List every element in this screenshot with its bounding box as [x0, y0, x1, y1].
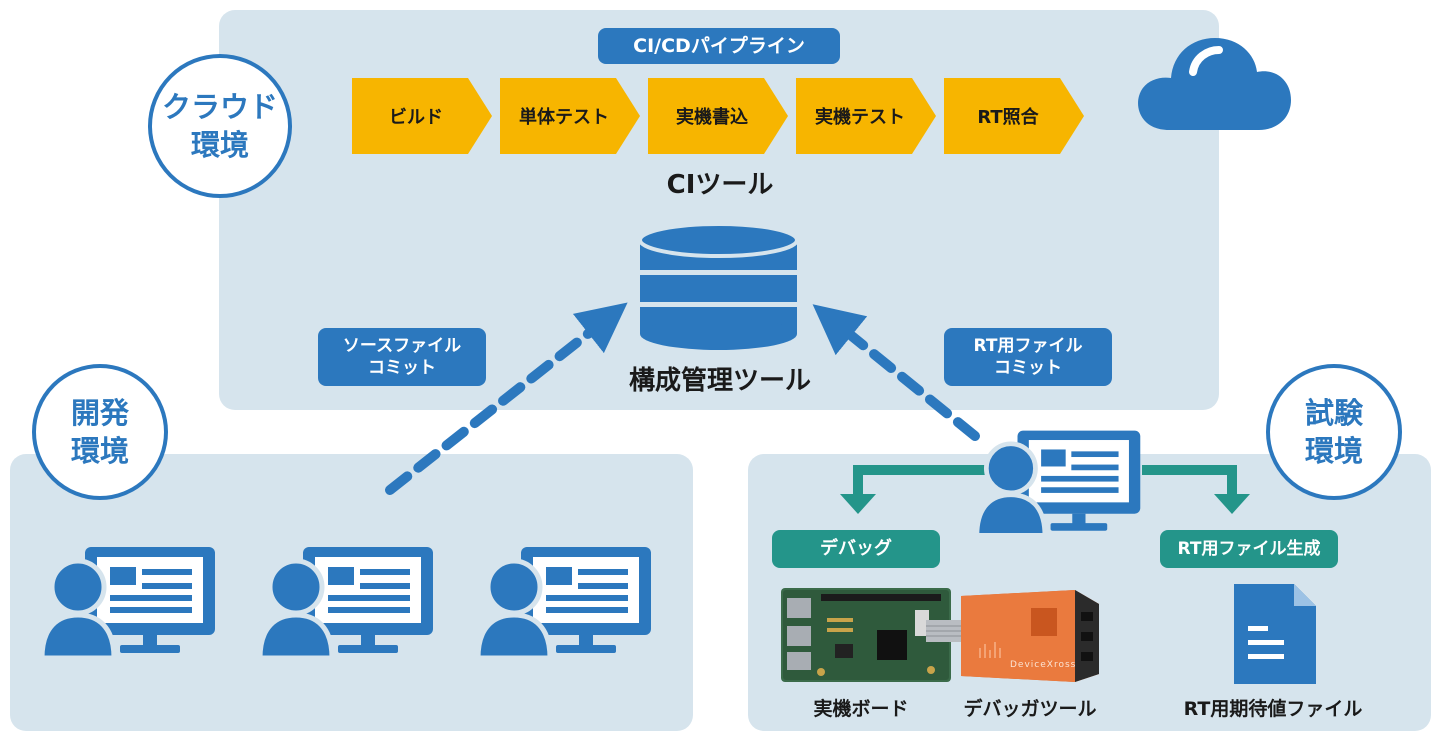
- pipeline-stage-label: RT照合: [977, 107, 1039, 128]
- board-label: 実機ボード: [813, 698, 909, 720]
- debug-label-text: デバッグ: [820, 538, 892, 559]
- rt-commit-line1: RT用ファイル: [973, 336, 1083, 356]
- pipeline-stage-label: ビルド: [389, 107, 443, 128]
- dev-environment-line1: 開発: [70, 396, 129, 430]
- debug-label: デバッグ: [772, 530, 940, 568]
- test-environment-line1: 試験: [1304, 396, 1363, 430]
- database-icon: [638, 222, 799, 350]
- repository-label: 構成管理ツール: [628, 366, 811, 396]
- dev-environment-line2: 環境: [70, 434, 129, 468]
- rt-commit-label: RT用ファイル コミット: [944, 328, 1112, 386]
- ci-tool-label: CIツール: [666, 170, 774, 200]
- tester-workstation-icon: [975, 430, 1141, 538]
- pipeline-stage-label: 単体テスト: [519, 107, 609, 128]
- developer-workstation-icon: [476, 547, 651, 660]
- circuit-board-image: [781, 588, 951, 682]
- rt-generate-label-text: RT用ファイル生成: [1177, 539, 1321, 559]
- pipeline-stage-rt-compare: RT照合: [944, 78, 1084, 154]
- cloud-icon: [1138, 38, 1291, 130]
- debugger-device-image: [961, 590, 1099, 682]
- pipeline-stage-label: 実機書込: [676, 107, 748, 128]
- source-commit-label: ソースファイル コミット: [318, 328, 486, 386]
- document-icon: [1234, 584, 1316, 684]
- debugger-label: デバッガツール: [963, 698, 1097, 720]
- rt-commit-line2: コミット: [994, 358, 1062, 378]
- source-commit-line2: コミット: [368, 358, 436, 378]
- cloud-environment-badge: クラウド 環境: [148, 54, 292, 198]
- test-environment-badge: 試験 環境: [1266, 364, 1402, 500]
- test-environment-line2: 環境: [1304, 434, 1363, 468]
- pipeline-stage-flash: 実機書込: [648, 78, 788, 154]
- cloud-environment-line1: クラウド: [161, 90, 278, 124]
- debugger-brand-text: DeviceXross: [1010, 660, 1077, 670]
- pipeline-stage-unit-test: 単体テスト: [500, 78, 640, 154]
- pipeline-stage-label: 実機テスト: [815, 107, 905, 128]
- cloud-environment-line2: 環境: [190, 128, 249, 162]
- dev-environment-badge: 開発 環境: [32, 364, 168, 500]
- ribbon-cable-image: [926, 620, 966, 642]
- rt-generate-label: RT用ファイル生成: [1160, 530, 1338, 568]
- developer-workstation-icon: [40, 547, 215, 660]
- pipeline-stage-device-test: 実機テスト: [796, 78, 936, 154]
- pipeline-title-text: CI/CDパイプライン: [633, 35, 805, 57]
- expected-value-file-label: RT用期待値ファイル: [1183, 698, 1363, 720]
- developer-workstation-icon: [258, 547, 433, 660]
- pipeline-title: CI/CDパイプライン: [598, 28, 840, 64]
- source-commit-line1: ソースファイル: [342, 336, 462, 356]
- pipeline-stage-build: ビルド: [352, 78, 492, 154]
